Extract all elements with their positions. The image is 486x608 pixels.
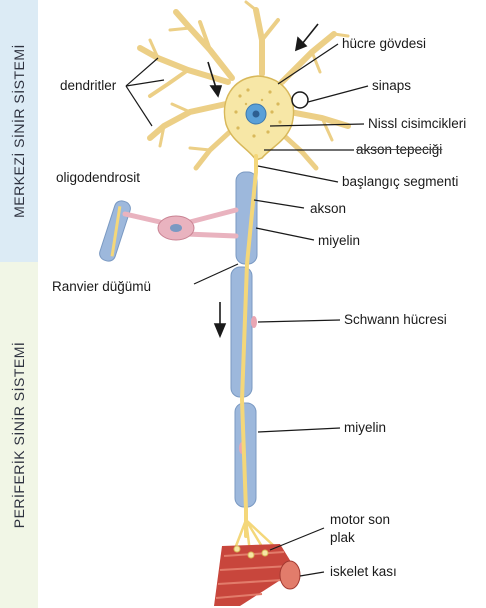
oligodendrocyte bbox=[98, 199, 236, 263]
label-ranvier: Ranvier düğümü bbox=[52, 280, 151, 294]
label-axon: akson bbox=[310, 202, 346, 216]
label-schwann: Schwann hücresi bbox=[344, 313, 447, 327]
skeletal-muscle bbox=[214, 544, 300, 606]
label-synapse: sinaps bbox=[372, 79, 411, 93]
synapse-marker bbox=[292, 92, 308, 108]
label-myelin-pns: miyelin bbox=[344, 421, 386, 435]
label-nissl: Nissl cisimcikleri bbox=[368, 117, 466, 131]
nucleolus bbox=[253, 111, 260, 118]
label-skeletal-muscle: iskelet kası bbox=[330, 565, 397, 579]
label-axon-hillock: akson tepeciği bbox=[356, 143, 442, 157]
schwann-nucleus bbox=[251, 316, 257, 328]
label-cell-body: hücre gövdesi bbox=[342, 37, 426, 51]
label-motor-end-plate-line1: motor son bbox=[330, 513, 390, 527]
label-motor-end-plate-line2: plak bbox=[330, 531, 355, 545]
label-myelin-cns: miyelin bbox=[318, 234, 360, 248]
label-oligodendrocyte: oligodendrosit bbox=[56, 171, 140, 185]
label-initial-segment: başlangıç segmenti bbox=[342, 175, 458, 189]
label-dendrites: dendritler bbox=[60, 79, 116, 93]
